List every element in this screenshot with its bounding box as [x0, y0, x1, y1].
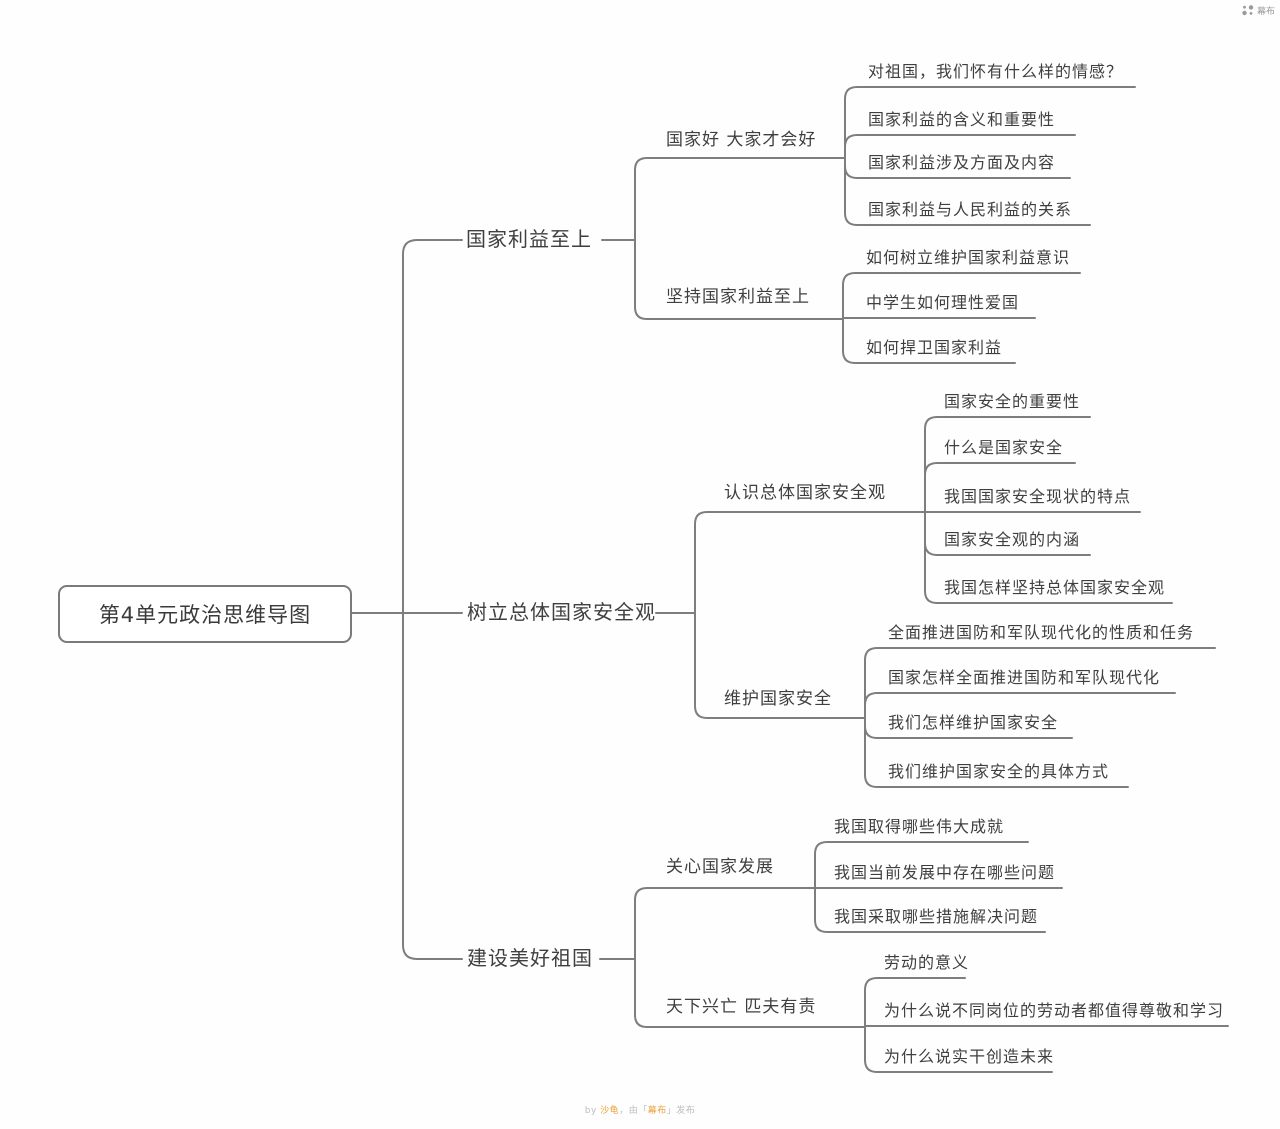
leaf-node: 什么是国家安全 — [944, 438, 1064, 457]
brand-badge[interactable]: 幕布 — [1242, 4, 1275, 17]
leaf-node: 国家利益涉及方面及内容 — [868, 153, 1056, 172]
branch-national-security: 树立总体国家安全观 — [467, 600, 656, 624]
watermark-middle: ，由「 — [619, 1106, 648, 1116]
leaf-node: 全面推进国防和军队现代化的性质和任务 — [888, 623, 1195, 642]
leaf-node: 我国国家安全现状的特点 — [944, 487, 1132, 506]
watermark-brand-link[interactable]: 幕布 — [647, 1106, 667, 1116]
leaf-node: 中学生如何理性爱国 — [866, 293, 1020, 312]
watermark-prefix: by — [584, 1106, 601, 1116]
leaf-node: 国家利益与人民利益的关系 — [868, 200, 1073, 219]
leaf-node: 为什么说不同岗位的劳动者都值得尊敬和学习 — [884, 1001, 1225, 1020]
brand-badge-label: 幕布 — [1257, 7, 1276, 17]
leaf-node: 国家利益的含义和重要性 — [868, 110, 1056, 129]
leaf-node: 我国取得哪些伟大成就 — [834, 817, 1005, 836]
leaf-node: 我们怎样维护国家安全 — [888, 713, 1059, 732]
leaf-node: 国家安全观的内涵 — [944, 530, 1081, 549]
branch-build-motherland-connectors — [599, 841, 1229, 1073]
mubu-dots-icon — [1242, 5, 1254, 16]
leaf-node: 我们维护国家安全的具体方式 — [888, 762, 1110, 781]
root-node: 第4单元政治思维导图 — [58, 585, 352, 643]
topic-everyone-responsible: 天下兴亡 匹夫有责 — [666, 997, 817, 1017]
topic-care-development: 关心国家发展 — [666, 857, 774, 877]
leaf-node: 国家安全的重要性 — [944, 392, 1081, 411]
publish-watermark: by 沙龟，由「幕布」发布 — [0, 1103, 1280, 1116]
leaf-node: 我国采取哪些措施解决问题 — [834, 907, 1039, 926]
leaf-node: 如何捍卫国家利益 — [866, 338, 1003, 357]
root-spine-connectors — [351, 239, 463, 960]
topic-uphold-national-interest: 坚持国家利益至上 — [666, 287, 810, 307]
leaf-node: 我国怎样坚持总体国家安全观 — [944, 578, 1166, 597]
topic-safeguard-security: 维护国家安全 — [724, 689, 832, 709]
topic-country-good: 国家好 大家才会好 — [666, 130, 817, 150]
leaf-node: 我国当前发展中存在哪些问题 — [834, 863, 1056, 882]
leaf-node: 劳动的意义 — [884, 953, 970, 972]
branch-national-interest: 国家利益至上 — [466, 227, 592, 251]
leaf-node: 如何树立维护国家利益意识 — [866, 248, 1071, 267]
branch-national-security-connectors — [655, 416, 1216, 788]
branch-national-interest-connectors — [601, 86, 1136, 364]
leaf-node: 为什么说实干创造未来 — [884, 1047, 1055, 1066]
leaf-node: 对祖国，我们怀有什么样的情感？ — [868, 62, 1124, 81]
watermark-suffix: 」发布 — [666, 1106, 696, 1116]
topic-understand-security-view: 认识总体国家安全观 — [724, 483, 886, 503]
leaf-node: 国家怎样全面推进国防和军队现代化 — [888, 668, 1161, 687]
watermark-author: 沙龟 — [600, 1106, 620, 1116]
branch-build-motherland: 建设美好祖国 — [467, 946, 593, 970]
